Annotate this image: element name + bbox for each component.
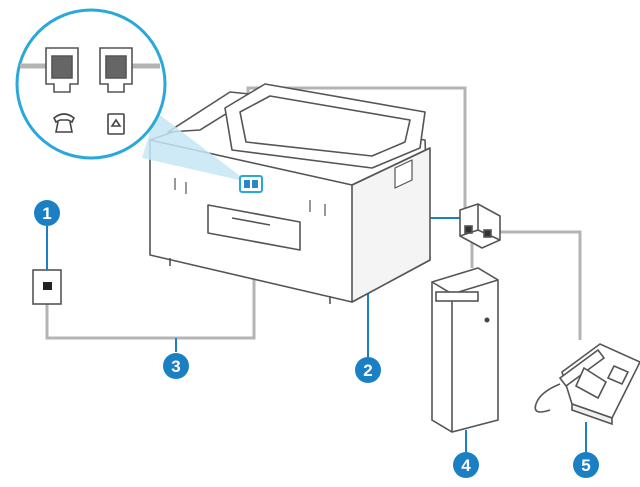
callout-1: 1 xyxy=(34,200,60,270)
telephone-icon xyxy=(52,113,76,133)
splitter-to-telephone-cable xyxy=(494,230,582,340)
printer-ports xyxy=(239,175,263,193)
printer-edge xyxy=(149,139,431,186)
callout-5: 5 xyxy=(573,422,599,478)
printer-vents xyxy=(174,178,326,216)
feeder-inner xyxy=(239,95,411,157)
power-button xyxy=(484,317,490,323)
handset-cord xyxy=(534,383,561,413)
printer-side-detail xyxy=(394,159,413,189)
printer-feet xyxy=(169,258,331,304)
wall-jack xyxy=(32,269,62,305)
document-feeder xyxy=(224,83,426,169)
printer xyxy=(149,83,431,304)
callout-2-number: 2 xyxy=(363,361,372,380)
callout-1-number: 1 xyxy=(42,204,51,223)
line-wall-icon xyxy=(107,113,125,135)
magnifier-wedge xyxy=(142,112,248,182)
splitter xyxy=(459,203,501,249)
rear-door-slot xyxy=(231,217,271,226)
drive-bay xyxy=(435,291,479,302)
telephone xyxy=(534,343,640,426)
callout-3-number: 3 xyxy=(171,357,180,376)
line-port xyxy=(99,47,133,93)
callout-4: 4 xyxy=(453,430,479,478)
rear-access-door xyxy=(207,204,301,251)
callout-5-number: 5 xyxy=(581,456,590,475)
callout-3: 3 xyxy=(163,338,189,379)
callout-2: 2 xyxy=(355,357,381,383)
phone-port xyxy=(45,47,79,93)
callout-4-number: 4 xyxy=(461,456,471,475)
port-magnifier xyxy=(15,8,167,160)
computer xyxy=(431,267,499,433)
